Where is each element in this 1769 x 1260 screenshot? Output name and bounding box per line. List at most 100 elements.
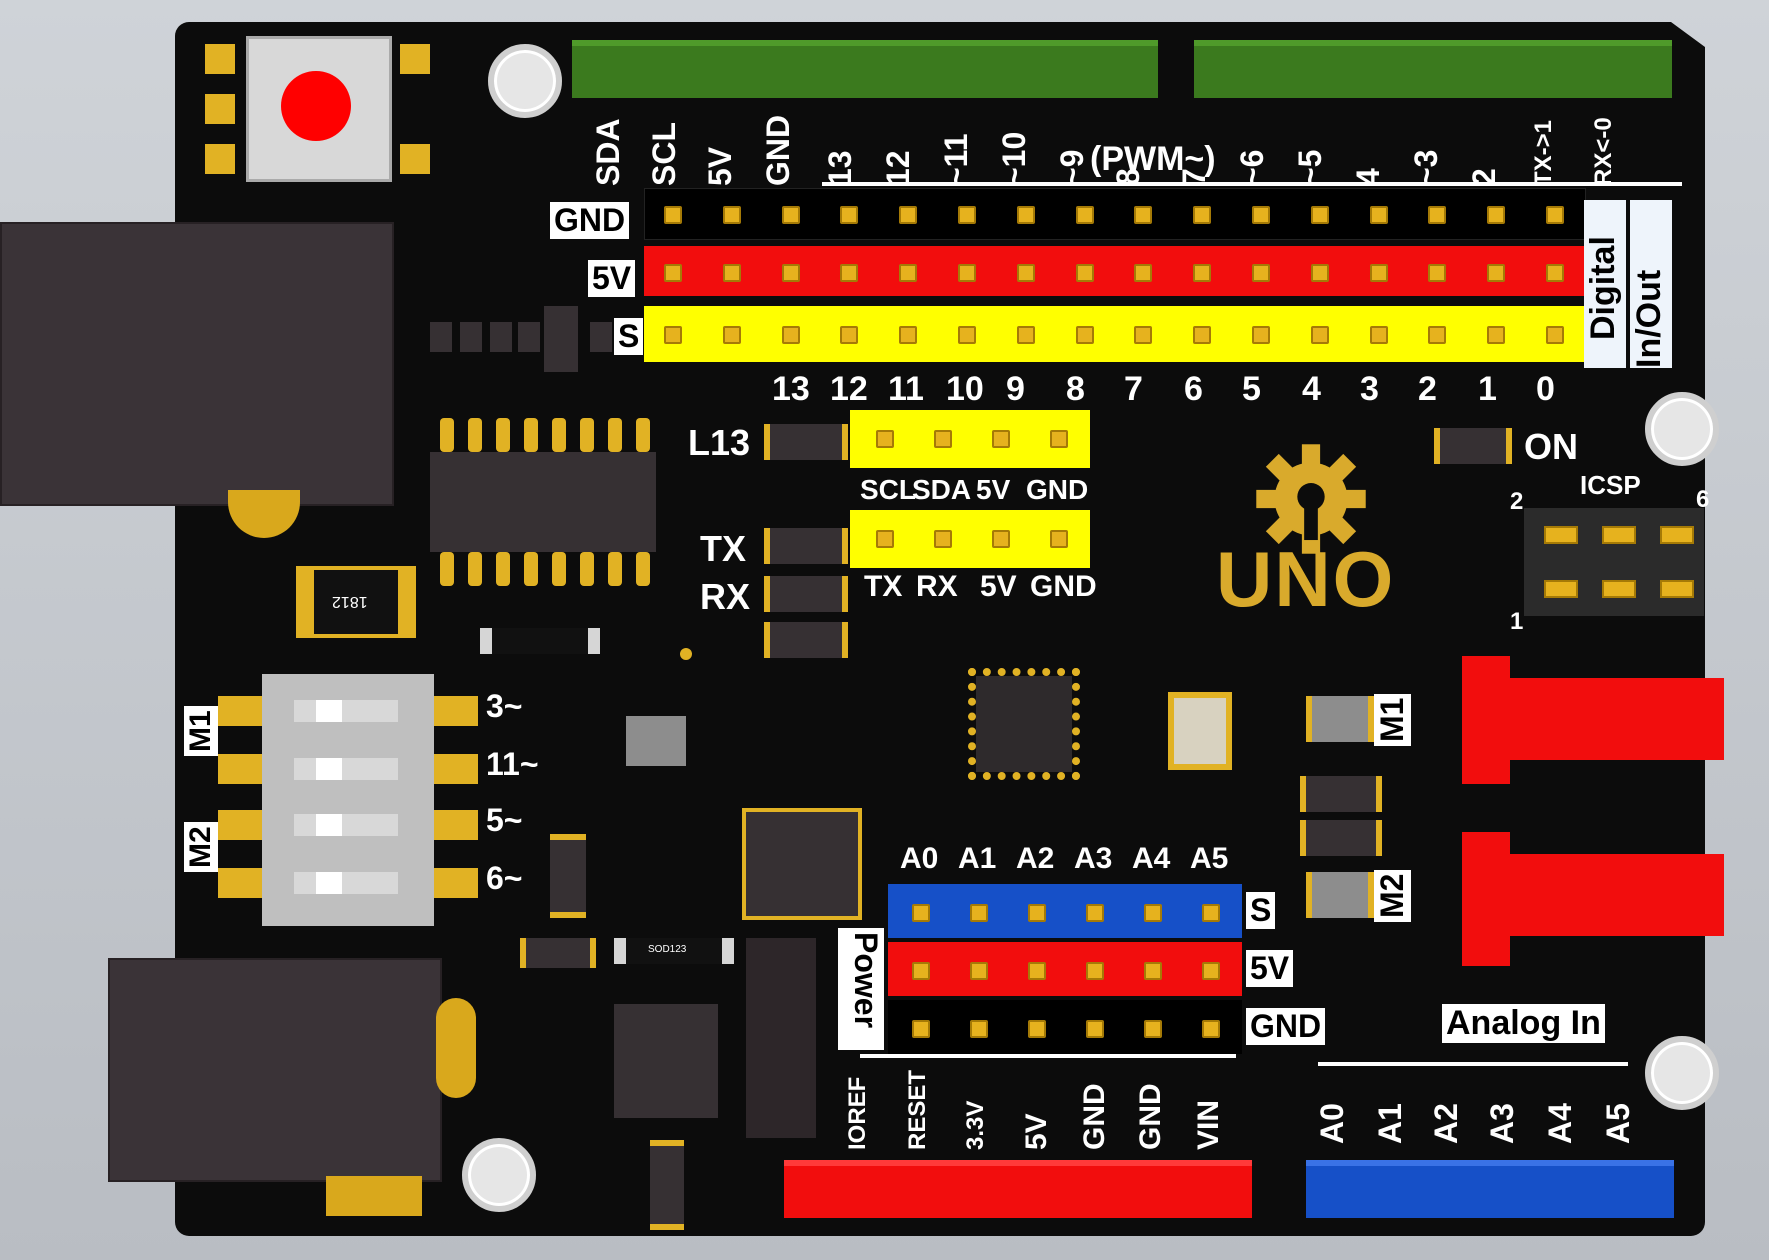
digital-pin[interactable] xyxy=(1016,264,1035,282)
reset-button[interactable] xyxy=(246,36,392,182)
digital-pin[interactable] xyxy=(1428,326,1447,344)
icsp-pin[interactable] xyxy=(1544,526,1578,544)
analog-pin[interactable] xyxy=(1144,962,1162,980)
uart-pin[interactable] xyxy=(992,530,1010,548)
analog-pin[interactable] xyxy=(970,904,988,922)
dip-switch-knob[interactable] xyxy=(316,758,342,780)
digital-pin[interactable] xyxy=(1428,264,1447,282)
digital-pin[interactable] xyxy=(1310,264,1329,282)
digital-pin[interactable] xyxy=(899,206,918,224)
icsp-pin[interactable] xyxy=(1544,580,1578,598)
digital-pin[interactable] xyxy=(781,264,800,282)
digital-pin[interactable] xyxy=(1428,206,1447,224)
digital-pin[interactable] xyxy=(1193,264,1212,282)
uno-logo: UNO xyxy=(1216,535,1396,623)
analog-pin[interactable] xyxy=(970,962,988,980)
digital-pin[interactable] xyxy=(1369,326,1388,344)
digital-pin[interactable] xyxy=(1016,326,1035,344)
icsp-pin[interactable] xyxy=(1602,526,1636,544)
analog-pin[interactable] xyxy=(1086,904,1104,922)
digital-pin[interactable] xyxy=(1546,326,1564,344)
analog-pin[interactable] xyxy=(1144,1020,1162,1038)
uart-pin[interactable] xyxy=(1050,530,1068,548)
analog-pin[interactable] xyxy=(1086,1020,1104,1038)
digital-pin[interactable] xyxy=(958,326,976,344)
digital-pin[interactable] xyxy=(1134,206,1153,224)
digital-pin[interactable] xyxy=(722,264,741,282)
analog-pin[interactable] xyxy=(1144,904,1162,922)
digital-pin[interactable] xyxy=(664,264,682,282)
mounting-hole xyxy=(1645,1036,1719,1110)
digital-pin[interactable] xyxy=(958,264,976,282)
i2c-pin[interactable] xyxy=(992,430,1010,448)
digital-pin[interactable] xyxy=(1369,206,1388,224)
uart-pin[interactable] xyxy=(934,530,952,548)
dip-switch-slot[interactable] xyxy=(294,814,398,836)
dip-switch-slot[interactable] xyxy=(294,700,398,722)
analog-pin[interactable] xyxy=(1202,1020,1220,1038)
digital-pin[interactable] xyxy=(1134,264,1153,282)
uart-pin[interactable] xyxy=(876,530,894,548)
dip-switch-slot[interactable] xyxy=(294,872,398,894)
digital-pin[interactable] xyxy=(1075,264,1094,282)
digital-pin[interactable] xyxy=(1252,206,1270,224)
digital-pin[interactable] xyxy=(899,264,918,282)
digital-pin[interactable] xyxy=(781,326,800,344)
analog-pin[interactable] xyxy=(1202,904,1220,922)
digital-pin[interactable] xyxy=(1016,206,1035,224)
i2c-pin[interactable] xyxy=(934,430,952,448)
slide-switch[interactable] xyxy=(650,1140,684,1230)
analog-pin[interactable] xyxy=(912,904,930,922)
silk-line xyxy=(822,182,1682,186)
digital-pin[interactable] xyxy=(1487,206,1506,224)
digital-pin[interactable] xyxy=(899,326,918,344)
digital-pin[interactable] xyxy=(664,326,682,344)
digital-pin[interactable] xyxy=(1075,206,1094,224)
dip-switch-knob[interactable] xyxy=(316,872,342,894)
digital-pin[interactable] xyxy=(1252,326,1270,344)
digital-pin[interactable] xyxy=(1193,206,1212,224)
digital-pin[interactable] xyxy=(722,326,741,344)
top-header-pin-label: 13 xyxy=(822,150,858,186)
motor-m1-connector[interactable] xyxy=(1462,656,1510,784)
analog-pin[interactable] xyxy=(912,962,930,980)
icsp-pin[interactable] xyxy=(1660,526,1694,544)
dip-switch-knob[interactable] xyxy=(316,700,342,722)
analog-pin[interactable] xyxy=(1028,1020,1046,1038)
dip-switch-knob[interactable] xyxy=(316,814,342,836)
i2c-pin-label: GND xyxy=(1026,474,1089,505)
analog-bottom-label: A1 xyxy=(1372,1103,1408,1144)
analog-pin[interactable] xyxy=(970,1020,988,1038)
analog-pin[interactable] xyxy=(1086,962,1104,980)
digital-pin[interactable] xyxy=(840,264,859,282)
i2c-pin[interactable] xyxy=(1050,430,1068,448)
digital-pin[interactable] xyxy=(958,206,976,224)
digital-pin[interactable] xyxy=(1487,326,1506,344)
icsp-pin[interactable] xyxy=(1602,580,1636,598)
analog-pin[interactable] xyxy=(1202,962,1220,980)
analog-pin[interactable] xyxy=(912,1020,930,1038)
digital-pin[interactable] xyxy=(781,206,800,224)
digital-pin[interactable] xyxy=(840,326,859,344)
icsp-pin6: 6 xyxy=(1696,486,1710,513)
i2c-pin[interactable] xyxy=(876,430,894,448)
dip-switch-slot[interactable] xyxy=(294,758,398,780)
digital-pin[interactable] xyxy=(664,206,682,224)
digital-pin[interactable] xyxy=(1310,206,1329,224)
digital-pin[interactable] xyxy=(722,206,741,224)
digital-pin[interactable] xyxy=(1546,264,1564,282)
digital-pin[interactable] xyxy=(840,206,859,224)
digital-pin[interactable] xyxy=(1252,264,1270,282)
analog-pin[interactable] xyxy=(1028,904,1046,922)
digital-pin[interactable] xyxy=(1075,326,1094,344)
reset-button-cap[interactable] xyxy=(281,71,351,141)
digital-pin[interactable] xyxy=(1546,206,1564,224)
digital-pin[interactable] xyxy=(1193,326,1212,344)
digital-pin[interactable] xyxy=(1310,326,1329,344)
icsp-pin[interactable] xyxy=(1660,580,1694,598)
motor-m2-connector[interactable] xyxy=(1462,832,1510,966)
digital-pin[interactable] xyxy=(1369,264,1388,282)
digital-pin[interactable] xyxy=(1487,264,1506,282)
digital-pin[interactable] xyxy=(1134,326,1153,344)
analog-pin[interactable] xyxy=(1028,962,1046,980)
